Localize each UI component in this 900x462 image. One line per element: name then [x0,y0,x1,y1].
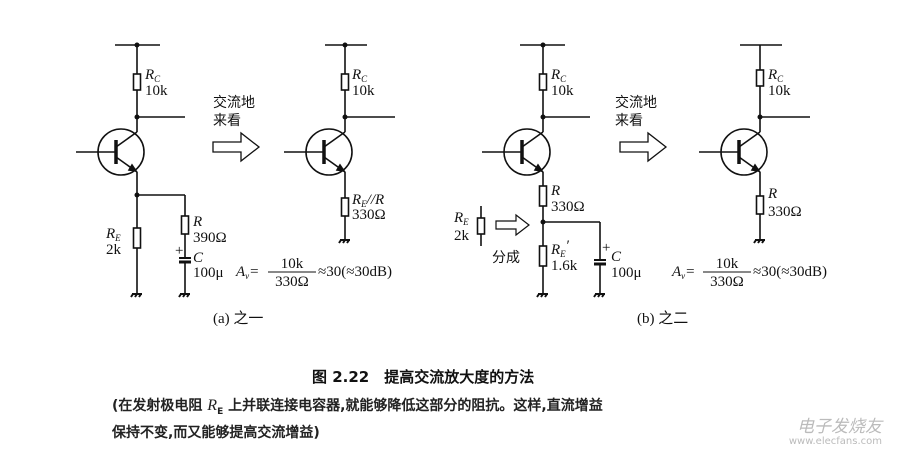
r-value: 330Ω [768,204,802,220]
wire [115,131,138,148]
re-parallel-label: RE//R [351,192,384,209]
ground-symbol [130,293,142,298]
split-text: 分成 [492,250,520,266]
ground-symbol [753,239,765,244]
re-parallel-resistor [340,197,350,217]
arrow-text-2: 来看 [213,113,241,129]
r-resistor [755,195,765,215]
svg-text:Av=: Av= [671,264,695,281]
arrow-text-1: 交流地 [213,94,255,111]
svg-text:≈30(≈30dB): ≈30(≈30dB) [753,264,827,280]
re-parallel-value: 330Ω [352,207,386,223]
ground-symbol [593,293,605,298]
wire [738,131,761,148]
caption-a: (a) 之一 [213,310,263,327]
cap-value: 100μ [611,265,642,281]
r-label: R [550,183,560,199]
caption-b: (b) 之二 [637,310,688,327]
ground-symbol [536,293,548,298]
svg-text:10k: 10k [281,256,304,272]
arrow-text-2: 来看 [615,113,643,129]
gain-formula-a: Av= 10k 330Ω ≈30(≈30dB) [235,256,392,290]
r-label: R [767,186,777,202]
re-orig-value: 2k [454,228,470,244]
figure-title: 图 2.22 提高交流放大度的方法 [312,368,535,386]
rc-label: RC [767,67,784,84]
rc-label: RC [550,67,567,84]
r-label: R [192,214,202,230]
arrow-text-1: 交流地 [615,94,657,111]
rc-value: 10k [551,83,574,99]
rc-value: 10k [352,83,375,99]
re-prime-label: RE′ [550,238,570,259]
rc-resistor [755,69,765,87]
right-arrow-icon [619,131,668,163]
rc-resistor [340,73,350,91]
cap-plus: + [175,243,183,259]
gain-formula-b: Av= 10k 330Ω ≈30(≈30dB) [671,256,827,290]
svg-text:Av=: Av= [235,264,259,281]
re-prime-resistor [538,245,548,267]
re-label: RE [105,226,121,243]
right-arrow-icon [212,131,261,163]
r-value: 330Ω [551,199,585,215]
svg-text:≈30(≈30dB): ≈30(≈30dB) [318,264,392,280]
r-value: 390Ω [193,230,227,246]
re-resistor [132,227,142,249]
svg-text:10k: 10k [716,256,739,272]
re-prime-value: 1.6k [551,258,578,274]
cap-label: C [193,250,204,266]
rc-value: 10k [768,83,791,99]
figure-note-line-2: 保持不变,而又能够提高交流增益) [112,425,320,441]
rc-resistor [132,73,142,91]
svg-text:330Ω: 330Ω [710,274,744,290]
r-resistor [538,185,548,207]
emitter-arrow [127,163,138,173]
re-original-resistor [476,217,486,235]
cap-plus: + [602,240,610,256]
emitter-arrow [750,163,761,173]
wires [76,42,810,298]
r-resistor [180,215,190,235]
rc-label: RC [351,67,368,84]
re-value: 2k [106,242,122,258]
cap-value: 100μ [193,265,224,281]
cap-label: C [611,249,622,265]
emitter-arrow [335,163,346,173]
figure-note-line-1: (在发射极电阻 RE 上并联连接电容器,就能够降低这部分的阻抗。这样,直流增益 [112,397,603,417]
rc-label: RC [144,67,161,84]
svg-text:330Ω: 330Ω [275,274,309,290]
watermark-logo: 电子发烧友 [797,417,882,437]
ground-symbol [178,293,190,298]
ground-symbol [338,239,350,244]
right-arrow-icon [495,213,530,237]
wire [323,131,346,148]
re-orig-label: RE [453,210,469,227]
rc-value: 10k [145,83,168,99]
emitter-arrow [533,163,544,173]
watermark-url: www.elecfans.com [788,436,882,447]
wire [521,131,544,148]
rc-resistor [538,73,548,91]
